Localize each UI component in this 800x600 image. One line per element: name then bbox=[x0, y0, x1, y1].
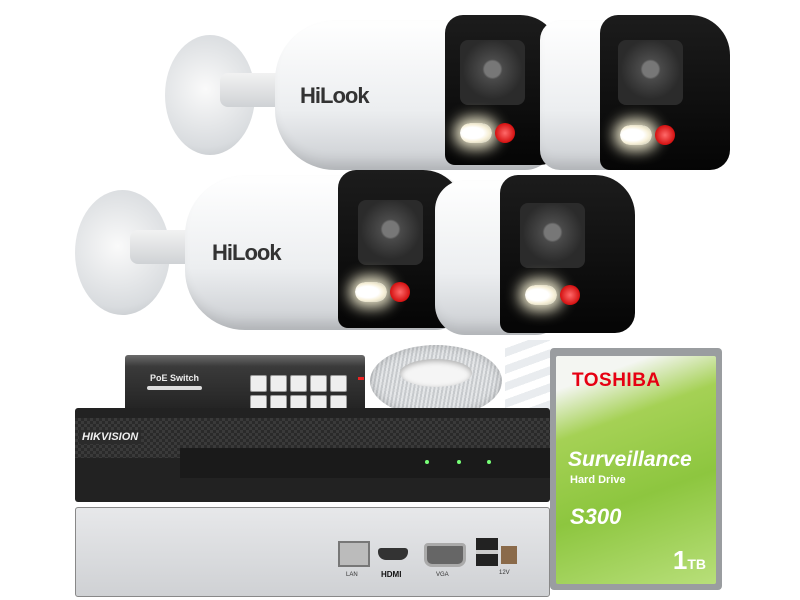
camera-ir-led bbox=[560, 285, 580, 305]
hdd-label: TOSHIBA Surveillance Hard Drive S300 1TB bbox=[556, 356, 716, 584]
hdd-model: S300 bbox=[570, 504, 622, 529]
camera-1: HiLook bbox=[160, 15, 560, 175]
camera-ir-led bbox=[655, 125, 675, 145]
camera-lens bbox=[520, 203, 585, 268]
camera-3: HiLook bbox=[70, 170, 470, 335]
hdd-type: Hard Drive bbox=[570, 474, 626, 486]
nvr-top: HIKVISION bbox=[75, 408, 550, 502]
camera-lens bbox=[460, 40, 525, 105]
camera-4 bbox=[435, 175, 645, 340]
vga-port bbox=[424, 543, 466, 567]
camera-light bbox=[460, 123, 492, 143]
nvr-status-led-3 bbox=[487, 460, 491, 464]
nvr-brand: HIKVISION bbox=[79, 430, 142, 444]
poe-switch: PoE Switch bbox=[125, 355, 365, 413]
camera-ir-led bbox=[390, 282, 410, 302]
nvr-front-panel bbox=[180, 448, 550, 478]
switch-ports bbox=[250, 375, 350, 411]
nvr-status-led-2 bbox=[457, 460, 461, 464]
camera-light bbox=[355, 282, 387, 302]
hdd-capacity-unit: TB bbox=[687, 556, 706, 572]
nvr-rear: LAN HDMI VGA 12V bbox=[75, 507, 550, 597]
camera-light bbox=[525, 285, 557, 305]
nvr-status-led-1 bbox=[425, 460, 429, 464]
camera-brand: HiLook bbox=[300, 83, 370, 108]
switch-power-led bbox=[358, 377, 364, 380]
network-cable-coil bbox=[370, 345, 502, 417]
rj45-connectors bbox=[505, 340, 550, 415]
camera-light bbox=[620, 125, 652, 145]
camera-brand: HiLook bbox=[212, 240, 282, 265]
hdmi-label: HDMI bbox=[381, 570, 402, 579]
hdd-line: Surveillance bbox=[568, 448, 692, 471]
camera-lens bbox=[618, 40, 683, 105]
camera-lens bbox=[358, 200, 423, 265]
camera-ir-led bbox=[495, 123, 515, 143]
hard-drive: TOSHIBA Surveillance Hard Drive S300 1TB bbox=[550, 348, 722, 590]
hdd-brand: TOSHIBA bbox=[572, 370, 661, 391]
switch-label: PoE Switch bbox=[150, 373, 200, 383]
usb-ports bbox=[476, 538, 498, 566]
lan-port bbox=[338, 541, 370, 567]
switch-sublabel-bar bbox=[147, 386, 202, 390]
power-label: 12V bbox=[499, 570, 510, 576]
lan-label: LAN bbox=[346, 572, 358, 578]
hdmi-port bbox=[378, 548, 408, 560]
camera-2 bbox=[540, 15, 740, 175]
vga-label: VGA bbox=[436, 572, 449, 578]
power-port bbox=[501, 546, 517, 564]
hdd-capacity: 1 bbox=[672, 545, 688, 575]
